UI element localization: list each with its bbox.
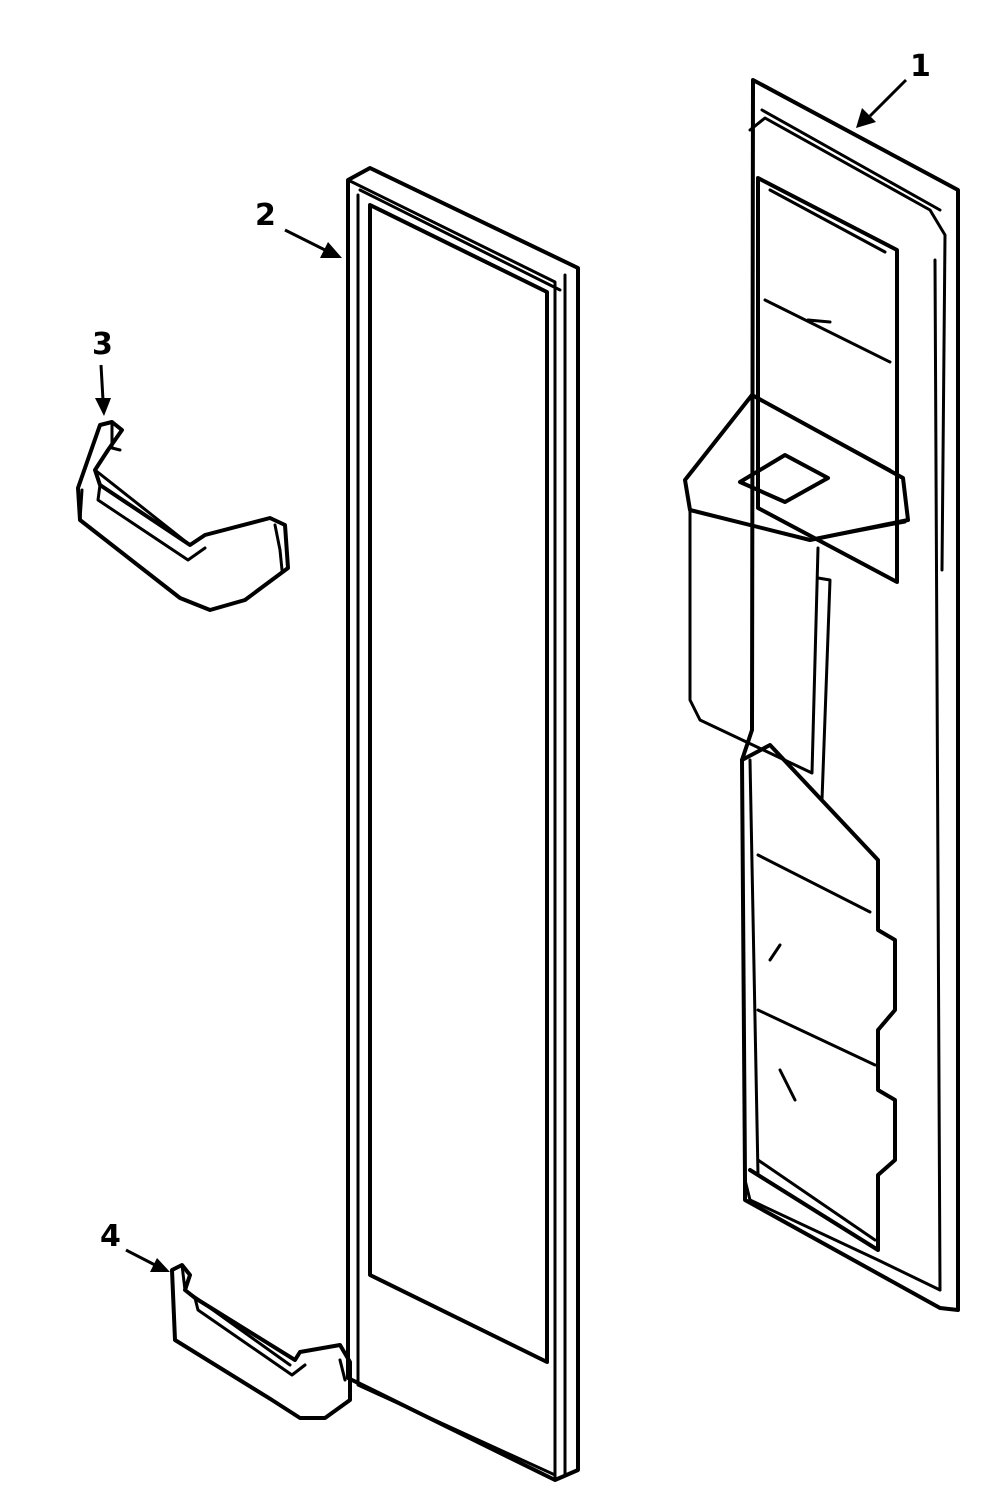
callout-4: 4	[100, 1219, 170, 1272]
callout-label-4: 4	[100, 1219, 121, 1254]
door-bin-small-part-4[interactable]	[170, 1263, 352, 1420]
callout-label-1: 1	[910, 49, 931, 84]
door-liner-part-1[interactable]	[683, 78, 960, 1312]
callout-label-2: 2	[255, 198, 276, 233]
callout-1: 1	[856, 49, 931, 128]
door-gasket-part-2[interactable]	[346, 166, 580, 1482]
callout-2: 2	[255, 198, 342, 258]
door-bin-large-part-3[interactable]	[76, 420, 290, 612]
callout-label-3: 3	[92, 327, 113, 362]
callout-3: 3	[92, 327, 113, 416]
